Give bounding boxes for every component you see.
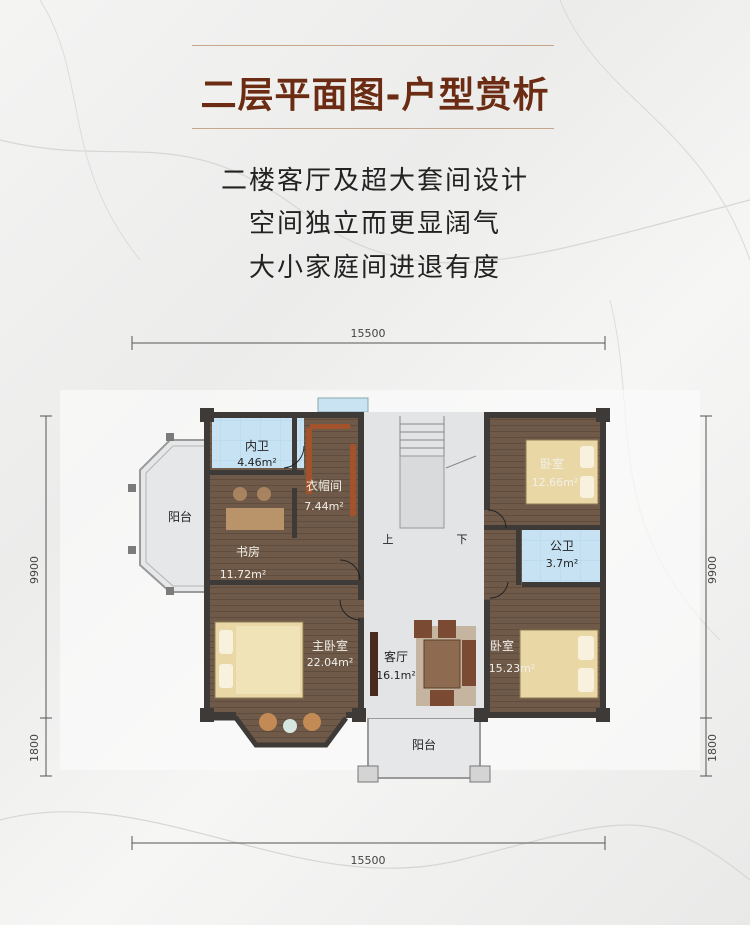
top-window (317, 397, 369, 413)
stair-down-label: 下 (457, 533, 468, 546)
title-rule-top (192, 45, 554, 46)
balcony-left-label: 阳台 (168, 509, 192, 524)
room-name-public-bath: 公卫 (550, 539, 574, 553)
balcony-bottom (357, 717, 491, 783)
tagline-3: 大小家庭间进退有度 (248, 253, 501, 283)
room-area-master: 22.04m² (307, 656, 354, 669)
room-name-living: 客厅 (384, 649, 408, 664)
tagline-1: 二楼客厅及超大套间设计 (220, 166, 529, 196)
room-area-closet: 7.44m² (304, 500, 344, 513)
dim-right-lower: 1800 (706, 734, 719, 762)
room-area-bedroom1: 12.66m² (532, 476, 579, 489)
stairs (399, 416, 477, 469)
room-area-study: 11.72m² (220, 568, 267, 581)
closet-rails (306, 424, 356, 516)
room-name-closet: 衣帽间 (306, 478, 342, 493)
tv-cabinet (370, 632, 378, 696)
room-area-bedroom2: 15.23m² (489, 662, 536, 675)
page-title: 二层平面图-户型赏析 (200, 75, 550, 116)
dim-right-height: 9900 (706, 556, 719, 584)
bay-window-wall (208, 715, 349, 748)
dim-bottom-width: 15500 (351, 854, 386, 867)
dim-top-width: 15500 (351, 327, 386, 340)
room-area-living: 16.1m² (376, 669, 416, 682)
tagline-2: 空间独立而更显阔气 (248, 209, 501, 239)
dim-left-height: 9900 (28, 556, 41, 584)
dim-left-lower: 1800 (28, 734, 41, 762)
room-name-bedroom2: 卧室 (490, 638, 514, 653)
bed-1 (525, 439, 599, 505)
dimension-lines (40, 336, 712, 850)
title-rule-bottom (192, 128, 554, 129)
study-desk (226, 487, 284, 530)
room-area-public-bath: 3.7m² (546, 557, 579, 570)
room-name-bedroom1: 卧室 (540, 456, 564, 471)
bed-2 (519, 629, 599, 699)
doors (283, 445, 509, 621)
living-sofa-set (414, 620, 476, 706)
stair-up-label: 上 (383, 533, 394, 546)
room-name-master: 主卧室 (312, 638, 348, 653)
walls (200, 408, 610, 722)
room-name-study: 书房 (236, 544, 260, 559)
lounge-chairs (259, 713, 321, 733)
master-bed (214, 621, 304, 699)
room-area-inner-bath: 4.46m² (237, 456, 277, 469)
room-name-inner-bath: 内卫 (245, 439, 269, 453)
balcony-bottom-label: 阳台 (412, 737, 436, 752)
